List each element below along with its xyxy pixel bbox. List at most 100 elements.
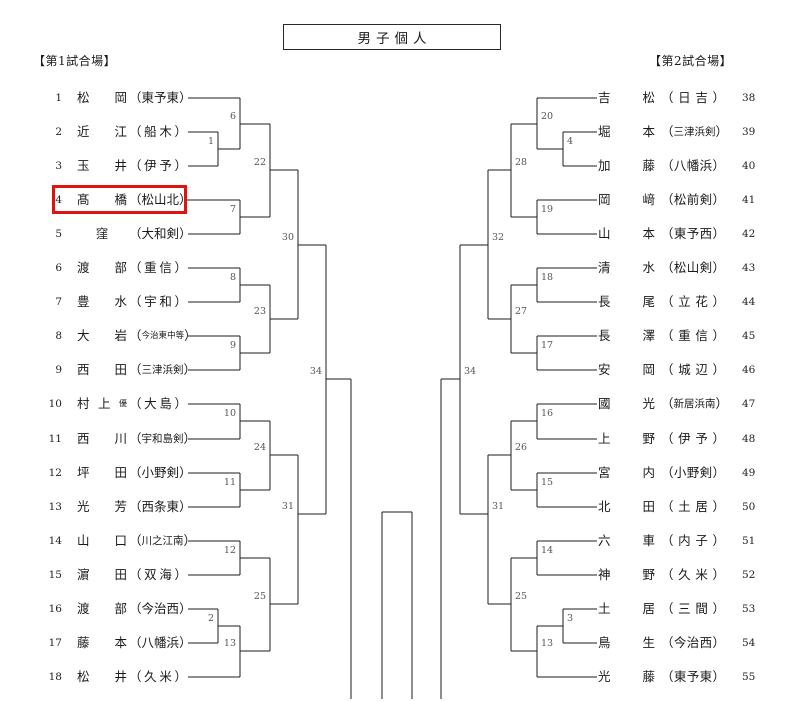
- school-char: 山: [154, 192, 167, 207]
- entry-number: 13: [48, 501, 62, 513]
- entry-surname: 堀本: [598, 122, 655, 142]
- bracket-entry-right-54: 鳥生（今治西）54: [598, 633, 774, 653]
- school-char: 小: [673, 465, 687, 480]
- entry-school: （船木）: [129, 122, 187, 142]
- school-char: 伊: [678, 431, 691, 446]
- match-number: 25: [253, 591, 266, 602]
- surname-char: 西: [77, 362, 90, 377]
- close-paren: ）: [712, 533, 725, 548]
- entry-school: （松前剣）: [661, 190, 725, 210]
- bracket-entry-right-39: 堀本（三津浜剣）39: [598, 122, 774, 142]
- school-char: 東: [166, 499, 180, 514]
- entry-surname: 長澤: [598, 326, 655, 346]
- match-number: 28: [515, 157, 528, 168]
- surname-char: 渡: [77, 601, 90, 616]
- school-char: 子: [695, 533, 708, 548]
- bracket-entry-right-53: 土居（三間）53: [598, 599, 774, 619]
- surname-char: 西: [77, 431, 90, 446]
- school-char: 三: [678, 601, 691, 616]
- close-paren: ）: [174, 124, 187, 139]
- school-char: 八: [673, 158, 687, 173]
- entry-number: 16: [48, 603, 62, 615]
- match-number: 10: [223, 408, 236, 419]
- open-paren: （: [129, 158, 142, 173]
- school-char: 中: [167, 331, 176, 341]
- open-paren: （: [129, 124, 142, 139]
- open-paren: （: [661, 328, 674, 343]
- entry-surname: 神野: [598, 565, 655, 585]
- surname-char: 口: [114, 533, 127, 548]
- surname-char: 橋: [114, 192, 127, 207]
- open-paren: （: [661, 124, 674, 139]
- bracket-entry-right-49: 宮内（小野剣）49: [598, 463, 774, 483]
- school-char: 条: [154, 499, 167, 514]
- entry-number: 49: [742, 467, 756, 479]
- bracket-entry-right-38: 吉松（日吉）38: [598, 88, 774, 108]
- entry-surname: 玉井: [77, 156, 127, 176]
- surname-char: 部: [114, 260, 127, 275]
- match-number: 25: [515, 591, 528, 602]
- entry-surname: 坪田: [77, 463, 127, 483]
- bracket-entry-right-52: 神野（久米）52: [598, 565, 774, 585]
- school-char: 重: [144, 260, 157, 275]
- close-paren: ）: [179, 90, 192, 105]
- school-char: 之: [152, 535, 163, 547]
- entry-surname: 大岩: [77, 326, 127, 346]
- entry-school: （宇和）: [129, 292, 187, 312]
- match-number: 6: [229, 111, 236, 122]
- entry-number: 4: [55, 194, 62, 206]
- close-paren: ）: [183, 362, 197, 377]
- bracket-entry-right-44: 長尾（立花）44: [598, 292, 774, 312]
- school-char: 居: [695, 499, 708, 514]
- entry-school: （日吉）: [661, 88, 725, 108]
- match-number: 22: [253, 157, 266, 168]
- school-char: 久: [678, 567, 691, 582]
- school-char: 米: [695, 567, 708, 582]
- entry-surname: 安岡: [598, 360, 655, 380]
- entry-school: （伊予）: [129, 156, 187, 176]
- school-char: 予: [686, 669, 700, 684]
- school-char: 東: [673, 226, 687, 241]
- surname-char: 岩: [114, 328, 127, 343]
- school-char: 剣: [699, 192, 713, 207]
- entry-surname: 濵田: [77, 565, 127, 585]
- surname-char: 大: [77, 328, 90, 343]
- court2-label: 【第2試合場】: [649, 54, 733, 68]
- school-char: 小: [141, 465, 155, 480]
- surname-char: 安: [598, 362, 611, 377]
- entry-surname: 六車: [598, 531, 655, 551]
- close-paren: ）: [712, 499, 725, 514]
- school-char: 今: [141, 601, 155, 616]
- surname-char: 藤: [642, 669, 655, 684]
- bracket-entry-right-47: 國光（新居浜南）47: [598, 394, 774, 414]
- close-paren: ）: [712, 90, 725, 105]
- close-paren: ）: [174, 294, 187, 309]
- school-char: 三: [673, 126, 685, 138]
- match-number: 30: [281, 232, 294, 243]
- school-char: 前: [686, 192, 700, 207]
- surname-char: 松: [77, 90, 90, 105]
- entry-surname: 松井: [77, 667, 127, 687]
- school-char: 剣: [699, 260, 713, 275]
- entry-surname: 國光: [598, 394, 655, 414]
- school-char: 和: [152, 433, 163, 445]
- surname-char: 野: [642, 431, 655, 446]
- school-char: 北: [166, 192, 180, 207]
- bracket-entry-right-46: 安岡（城辺）46: [598, 360, 774, 380]
- close-paren: ）: [715, 124, 729, 139]
- school-char: 松: [141, 192, 155, 207]
- entry-school: （八幡浜）: [129, 633, 192, 653]
- entry-school: （三津浜剣）: [129, 360, 196, 380]
- school-char: 剣: [705, 126, 716, 138]
- school-char: 等: [175, 331, 185, 341]
- surname-char: 光: [598, 669, 611, 684]
- school-char: 予: [154, 90, 167, 105]
- school-char: 立: [678, 294, 691, 309]
- entry-surname: 渡部: [77, 599, 127, 619]
- entry-number: 11: [48, 433, 62, 445]
